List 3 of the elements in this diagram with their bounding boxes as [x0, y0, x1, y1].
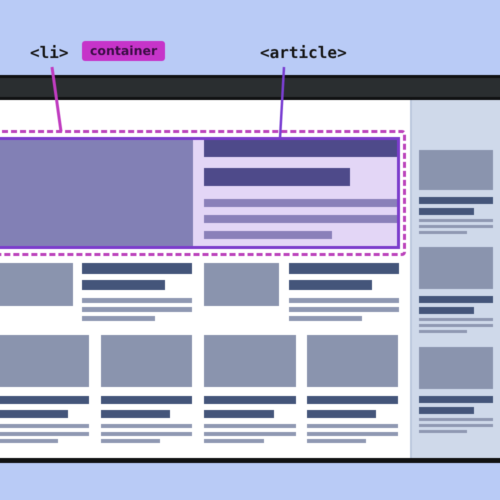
code-tag-label: <li> — [30, 43, 69, 63]
label-badge: container — [82, 41, 166, 61]
code-tag-label: <article> — [260, 43, 347, 63]
